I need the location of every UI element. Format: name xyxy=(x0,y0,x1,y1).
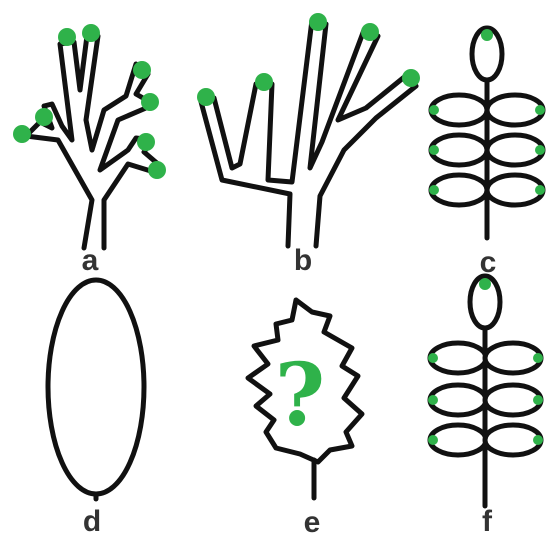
panel-c-leaflet xyxy=(431,95,487,125)
panel-b-tip xyxy=(197,88,215,106)
panel-c-leaflet xyxy=(487,135,543,165)
panel-b-tip xyxy=(402,69,420,87)
panel-c-leaflet xyxy=(431,135,487,165)
panel-c-tip xyxy=(429,105,439,115)
panel-d: d xyxy=(48,280,144,538)
panel-f-leaflet xyxy=(485,385,541,415)
panel-f-tip xyxy=(428,395,438,405)
panel-f-tip xyxy=(533,435,543,445)
panel-c: c xyxy=(429,28,545,279)
panel-c-tip xyxy=(481,29,493,41)
panel-c-leaflet xyxy=(487,95,543,125)
panel-a-tip xyxy=(82,24,100,42)
panel-a-tip xyxy=(148,161,166,179)
panel-e: ? e xyxy=(248,300,362,538)
panel-c-tip xyxy=(429,185,439,195)
panel-c-leaflet xyxy=(431,175,487,205)
panel-f-leaflet xyxy=(485,343,541,373)
panel-f: f xyxy=(428,276,543,538)
panel-f-label: f xyxy=(482,505,493,538)
panel-a-tip xyxy=(137,133,155,151)
panel-c-tip xyxy=(429,145,439,155)
panel-f-leaflet xyxy=(430,425,486,455)
panel-a-tip xyxy=(133,61,151,79)
panel-a: a xyxy=(13,24,166,277)
panel-b-outline xyxy=(200,20,416,246)
panel-d-label: d xyxy=(83,505,101,538)
panel-b-label: b xyxy=(294,244,312,277)
panel-f-leaflet xyxy=(430,343,486,373)
panel-f-tip xyxy=(533,395,543,405)
panel-a-tip xyxy=(141,93,159,111)
panel-f-tip xyxy=(479,278,491,290)
panel-c-tip xyxy=(535,185,545,195)
panel-d-blade xyxy=(48,280,144,494)
panel-b-tip xyxy=(255,73,273,91)
panel-a-label: a xyxy=(82,244,99,277)
panel-c-leaflet xyxy=(487,175,543,205)
panel-f-tip xyxy=(428,353,438,363)
panel-e-question-mark: ? xyxy=(275,345,325,446)
panel-a-tip xyxy=(35,108,53,126)
panel-e-label: e xyxy=(304,506,321,538)
panel-c-tip xyxy=(535,145,545,155)
panel-a-tip xyxy=(58,28,76,46)
panel-a-tip xyxy=(13,125,31,143)
panel-f-tip xyxy=(428,435,438,445)
panel-b: b xyxy=(197,13,420,277)
panel-c-tip xyxy=(535,105,545,115)
panel-b-tip xyxy=(309,13,327,31)
panel-f-tip xyxy=(533,353,543,363)
panel-f-leaflet xyxy=(430,385,486,415)
panel-b-tip xyxy=(361,23,379,41)
panel-f-leaflet xyxy=(485,425,541,455)
